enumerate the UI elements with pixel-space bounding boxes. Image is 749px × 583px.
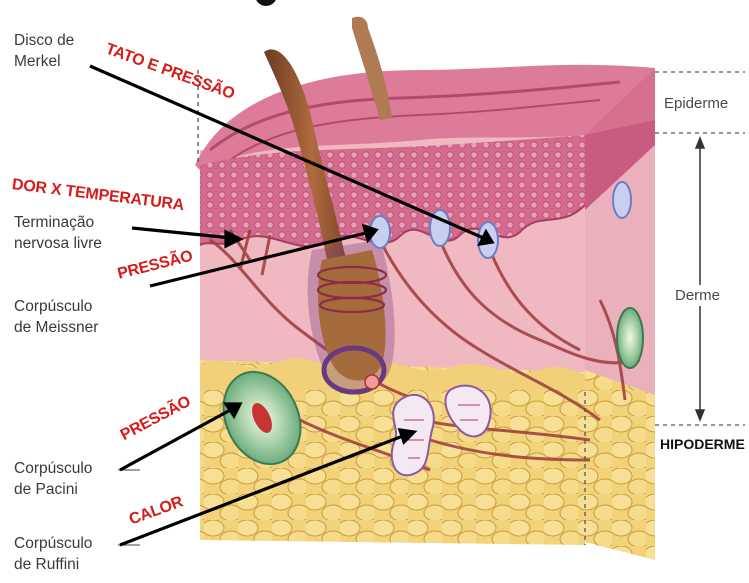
ruffini-label-line1: Corpúsculo — [14, 533, 92, 554]
terminacao-label: Terminação nervosa livre — [14, 212, 102, 254]
merkel-label-line1: Disco de — [14, 30, 74, 51]
layer-derme: Derme — [673, 285, 722, 306]
meissner-label: Corpúsculo de Meissner — [14, 296, 98, 338]
meissner-label-line2: de Meissner — [14, 317, 98, 338]
pacini-label-line2: de Pacini — [14, 479, 92, 500]
ruffini-label-line2: de Ruffini — [14, 554, 92, 575]
layer-epiderme: Epiderme — [664, 95, 728, 112]
layer-hipoderme: HIPODERME — [660, 436, 745, 452]
ruffini-label: Corpúsculo de Ruffini — [14, 533, 92, 575]
terminacao-label-line2: nervosa livre — [14, 233, 102, 254]
terminacao-label-line1: Terminação — [14, 212, 102, 233]
pacini-label: Corpúsculo de Pacini — [14, 458, 92, 500]
meissner-label-line1: Corpúsculo — [14, 296, 98, 317]
merkel-label-line2: Merkel — [14, 51, 74, 72]
pacini-label-line1: Corpúsculo — [14, 458, 92, 479]
merkel-label: Disco de Merkel — [14, 30, 74, 72]
